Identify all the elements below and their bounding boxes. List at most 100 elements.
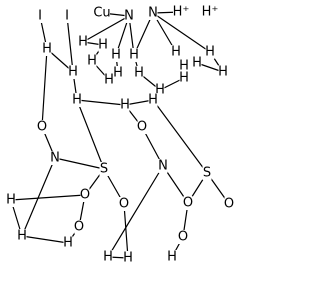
atom-Nring1: N [50,151,60,166]
atom-H11: H [218,65,228,80]
bond-H13-O1 [41,48,48,128]
atom-I2: I [62,9,72,24]
atom-label: H [167,250,177,265]
atom-label: H [134,66,144,81]
atom-label: H [192,56,202,71]
atom-O3: O [80,188,90,203]
atom-label: H [103,250,113,265]
atom-H14: H [68,65,78,80]
atom-H23: H [17,229,27,244]
atom-label: N [124,9,134,24]
bond-H15-H16 [76,99,126,106]
atom-label: N [158,159,168,174]
atom-H19: H [179,71,189,86]
atom-O6: O [224,197,234,212]
atom-label: N [148,6,158,21]
atom-O7: O [74,220,84,235]
bond-O3-H21 [10,194,86,201]
atom-label: H [171,45,181,60]
atom-label: S [203,166,211,181]
atom-H4: H [129,48,139,63]
bond-H23-H22 [21,235,69,244]
atom-label: O [137,120,147,135]
atom-label: H [63,236,73,251]
atom-label: H [104,73,114,88]
atom-H1: H [78,35,88,50]
atom-H9: H [171,45,181,60]
atom-N1: N [124,9,134,24]
atom-label: S [100,162,108,177]
bond-Nring2-H25 [107,165,164,258]
atom-O8: O [178,230,188,245]
bond-H16-H17 [124,99,154,106]
atom-label: H [179,71,189,86]
atom-label: O [224,197,234,212]
atom-Nring2: N [158,159,168,174]
atom-label: H [148,93,158,108]
bond-N1-H1 [82,15,130,43]
atom-label: O [119,197,129,212]
atom-H20: H [192,56,202,71]
bond-H26-O4 [123,203,129,259]
bond-Nring1-H23 [21,157,56,237]
atom-label: H [6,193,16,208]
atom-H22: H [63,236,73,251]
atom-O4: O [119,197,129,212]
atom-N2: N [148,6,158,21]
atom-S2: S [202,166,212,181]
atom-H12: H [155,83,165,98]
atom-label: H [155,83,165,98]
atom-O1: O [37,120,47,135]
atom-label: H [120,98,130,113]
atom-label: O [74,220,84,235]
atom-label: H [17,229,27,244]
atom-I1: I [35,9,45,24]
atom-label: H⁺ [202,5,219,20]
atom-label: O [80,188,90,203]
atom-H3: H [111,48,121,63]
atom-label: N [50,151,60,166]
atom-H13: H [42,42,52,57]
atom-label: H [42,42,52,57]
atom-Cu: Cu [93,6,110,21]
atom-Hp2: H⁺ [202,5,219,20]
atom-H21: H [6,193,16,208]
atom-Hp1: H⁺ [173,5,190,20]
atom-H24: H [167,250,177,265]
atom-O5: O [183,196,193,211]
atom-H15: H [72,93,82,108]
atom-label: H [179,59,189,74]
bond-N2-H10 [152,12,211,53]
atom-H10: H [205,45,215,60]
atom-H17: H [148,93,158,108]
bond-S2-H17 [152,99,208,174]
atom-label: H [72,93,82,108]
atom-label: H [205,45,215,60]
bond-S1-Nring1 [54,157,105,170]
atom-label: H⁺ [173,5,190,20]
atom-H18: H [179,59,189,74]
atom-H26: H [123,251,133,266]
atom-label: H [111,48,121,63]
atom-label: H [68,65,78,80]
atom-label: I [65,9,69,24]
atom-H16: H [120,98,130,113]
bond-S1-H15 [76,99,105,170]
atom-H7: H [134,66,144,81]
atom-H25: H [103,250,113,265]
atom-label: I [38,9,42,24]
atom-H2: H [98,38,108,53]
atom-label: H [78,35,88,50]
atom-label: H [113,66,123,81]
atom-label: H [218,65,228,80]
atom-label: H [87,54,97,69]
atom-O2: O [137,120,147,135]
atom-H5: H [87,54,97,69]
atom-label: O [178,230,188,245]
atom-S1: S [99,162,109,177]
atom-label: O [183,196,193,211]
atom-label: H [123,251,133,266]
bond-I2-H14 [66,15,74,73]
atom-H6: H [113,66,123,81]
